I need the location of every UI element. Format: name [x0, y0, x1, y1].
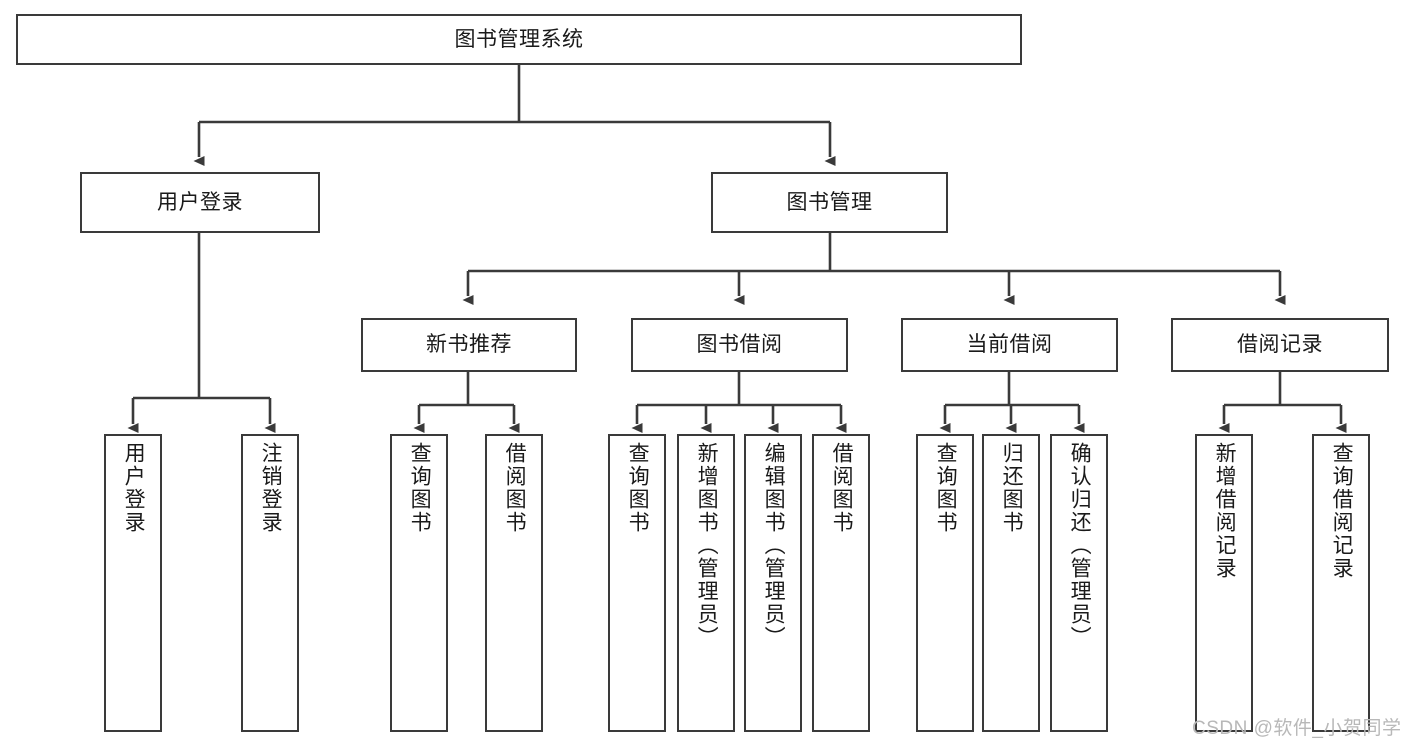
node-current-borrow-label: 当前借阅: [966, 333, 1053, 357]
node-user-login-label: 用户登录: [157, 190, 243, 214]
node-leaf-user-logout[interactable]: 注销登录: [241, 434, 299, 732]
node-borrow-record-label: 借阅记录: [1237, 333, 1323, 357]
node-root-label: 图书管理系统: [454, 27, 584, 51]
node-leaf-add-book[interactable]: 新增图书（管理员）: [677, 434, 735, 732]
node-book-manage[interactable]: 图书管理: [711, 172, 948, 233]
node-leaf-query-book-1[interactable]: 查询图书: [390, 434, 448, 732]
node-borrow-record[interactable]: 借阅记录: [1171, 318, 1389, 372]
node-leaf-query-book-3-label: 查询图书: [934, 442, 958, 534]
node-leaf-return-book-label: 归还图书: [1000, 442, 1024, 534]
node-user-login[interactable]: 用户登录: [80, 172, 320, 233]
node-root[interactable]: 图书管理系统: [16, 14, 1022, 65]
node-new-book-recommend-label: 新书推荐: [426, 333, 512, 357]
node-leaf-query-book-2[interactable]: 查询图书: [608, 434, 666, 732]
node-leaf-borrow-book-1[interactable]: 借阅图书: [485, 434, 543, 732]
node-leaf-add-record[interactable]: 新增借阅记录: [1195, 434, 1253, 732]
node-leaf-user-login-label: 用户登录: [122, 442, 146, 534]
node-leaf-user-logout-label: 注销登录: [259, 442, 283, 534]
node-book-borrow[interactable]: 图书借阅: [631, 318, 848, 372]
node-leaf-confirm-return-label: 确认归还（管理员）: [1068, 442, 1092, 649]
node-book-manage-label: 图书管理: [786, 190, 873, 214]
node-leaf-query-record-label: 查询借阅记录: [1330, 442, 1354, 580]
node-leaf-add-record-label: 新增借阅记录: [1213, 442, 1237, 580]
node-leaf-query-book-1-label: 查询图书: [408, 442, 432, 534]
node-leaf-borrow-book-2-label: 借阅图书: [830, 442, 854, 534]
node-leaf-borrow-book-2[interactable]: 借阅图书: [812, 434, 870, 732]
node-leaf-query-record[interactable]: 查询借阅记录: [1312, 434, 1370, 732]
node-leaf-edit-book[interactable]: 编辑图书（管理员）: [744, 434, 802, 732]
node-leaf-query-book-3[interactable]: 查询图书: [916, 434, 974, 732]
node-leaf-query-book-2-label: 查询图书: [626, 442, 650, 534]
node-leaf-confirm-return[interactable]: 确认归还（管理员）: [1050, 434, 1108, 732]
node-leaf-user-login[interactable]: 用户登录: [104, 434, 162, 732]
node-book-borrow-label: 图书借阅: [696, 333, 783, 357]
node-leaf-edit-book-label: 编辑图书（管理员）: [762, 442, 786, 649]
node-current-borrow[interactable]: 当前借阅: [901, 318, 1118, 372]
node-leaf-add-book-label: 新增图书（管理员）: [695, 442, 719, 649]
watermark: CSDN @软件_小贺同学: [1192, 718, 1402, 739]
node-leaf-borrow-book-1-label: 借阅图书: [503, 442, 527, 534]
node-new-book-recommend[interactable]: 新书推荐: [361, 318, 577, 372]
node-leaf-return-book[interactable]: 归还图书: [982, 434, 1040, 732]
